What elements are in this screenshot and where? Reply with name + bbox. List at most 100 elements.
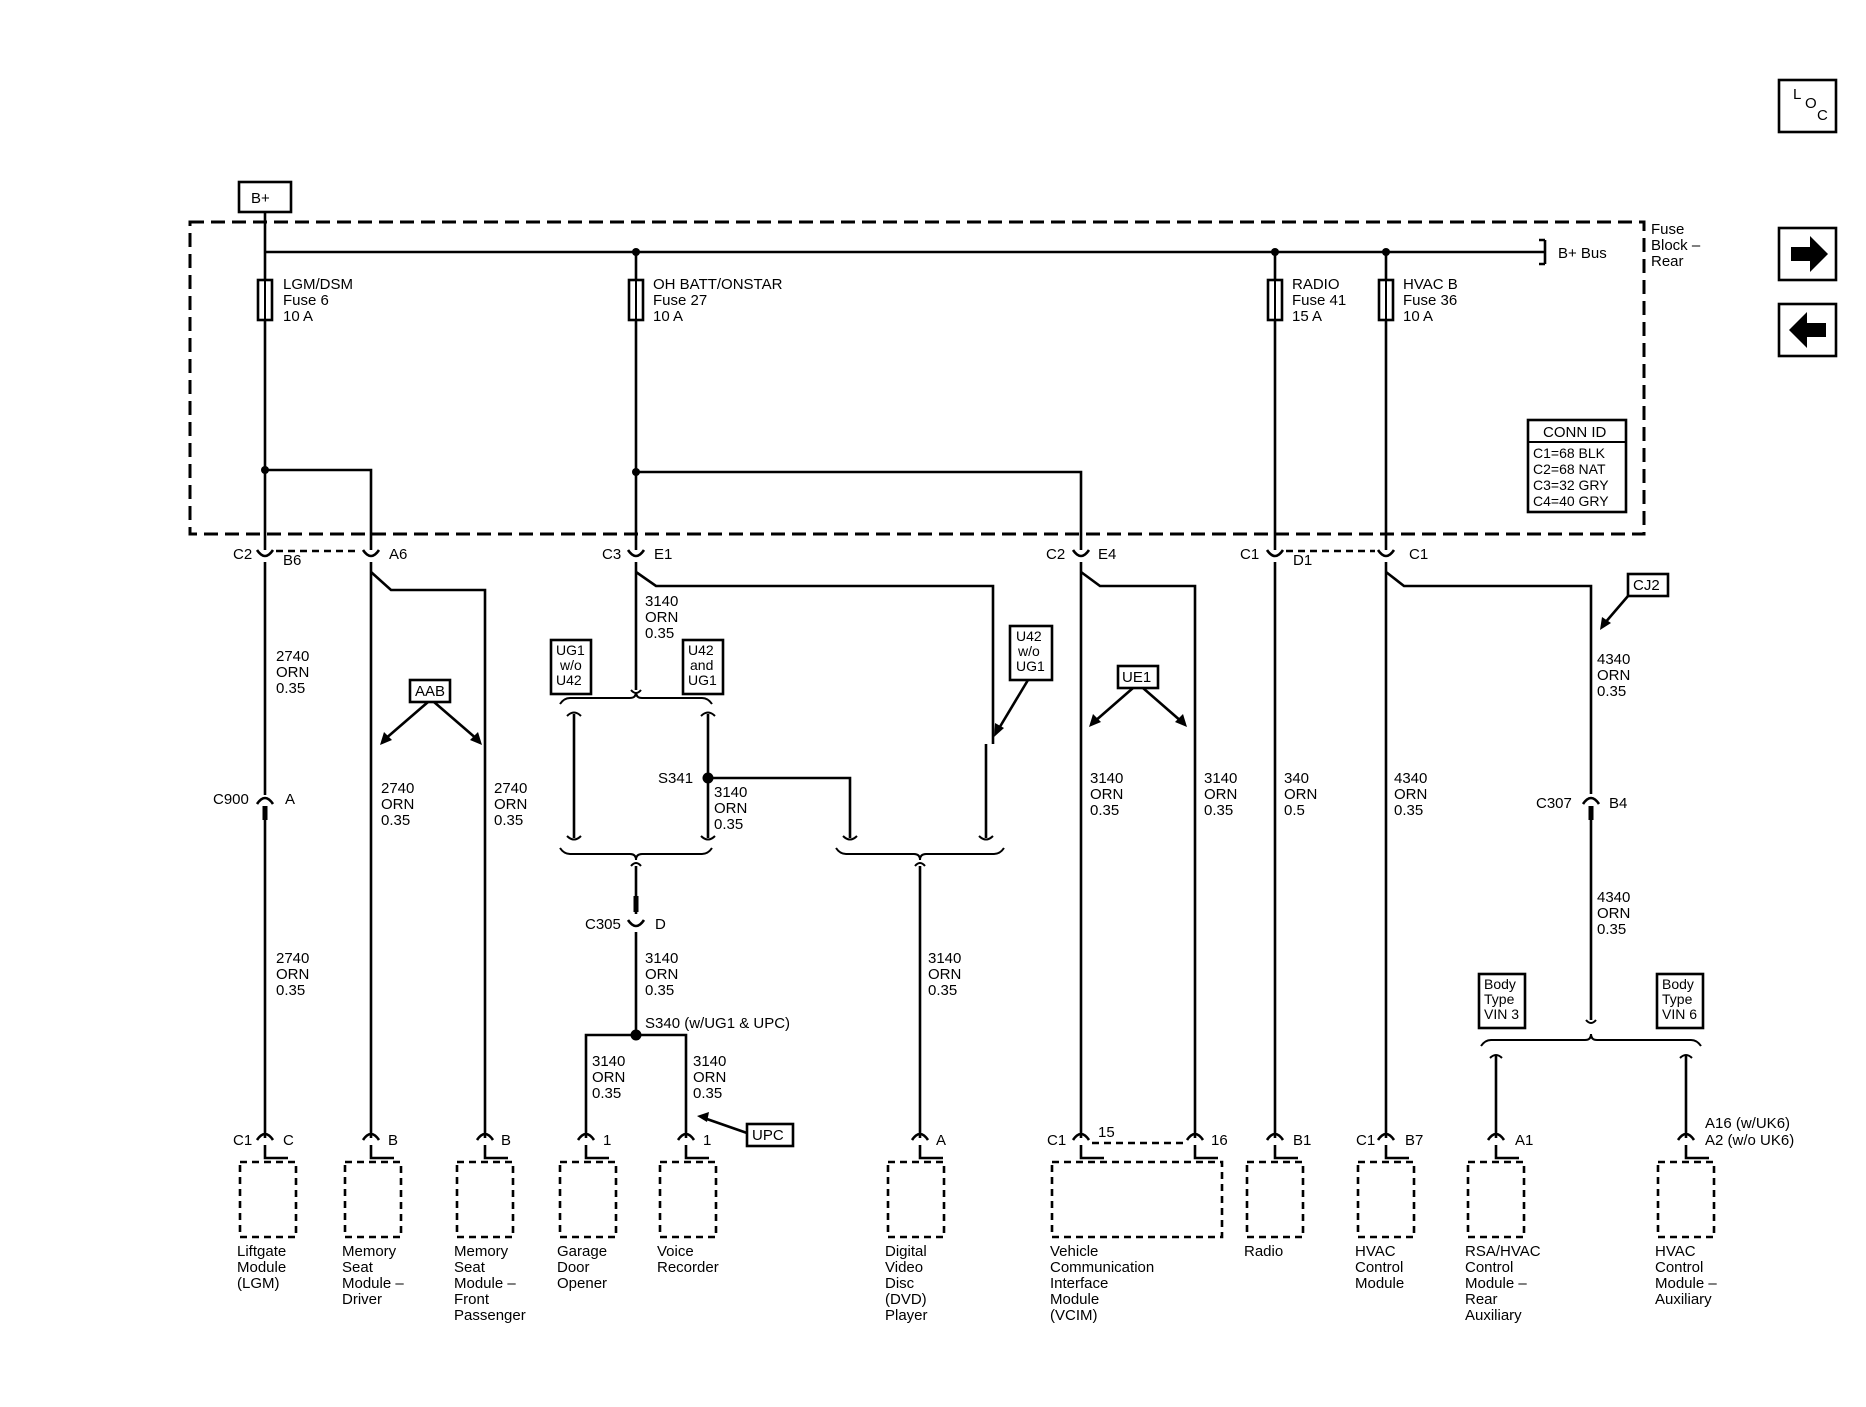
svg-text:Interface: Interface bbox=[1050, 1275, 1108, 1292]
svg-text:ORN: ORN bbox=[1204, 786, 1237, 803]
svg-text:0.35: 0.35 bbox=[381, 812, 410, 829]
svg-text:D: D bbox=[655, 916, 666, 933]
svg-text:Seat: Seat bbox=[454, 1259, 486, 1276]
svg-text:C1: C1 bbox=[1047, 1132, 1066, 1149]
svg-text:ORN: ORN bbox=[276, 966, 309, 983]
bplus-bus-label: B+ Bus bbox=[1558, 245, 1607, 262]
svg-text:C1=68 BLK: C1=68 BLK bbox=[1533, 445, 1606, 461]
svg-text:ORN: ORN bbox=[693, 1069, 726, 1086]
svg-text:Control: Control bbox=[1465, 1259, 1513, 1276]
svg-text:Memory: Memory bbox=[454, 1243, 509, 1260]
forward-arrow-button[interactable] bbox=[1777, 226, 1838, 282]
svg-text:15 A: 15 A bbox=[1292, 308, 1322, 325]
svg-text:U42: U42 bbox=[688, 642, 714, 658]
svg-text:3140: 3140 bbox=[592, 1053, 625, 1070]
svg-text:Rear: Rear bbox=[1465, 1291, 1498, 1308]
back-arrow-button[interactable] bbox=[1777, 302, 1838, 358]
svg-text:ORN: ORN bbox=[1597, 667, 1630, 684]
conn-id-table: CONN ID C1=68 BLK C2=68 NAT C3=32 GRY C4… bbox=[1526, 418, 1628, 514]
svg-text:HVAC B: HVAC B bbox=[1403, 276, 1458, 293]
circuit-onstar-dvd: 3140 ORN 0.35 S341 3140 ORN 0.35 C305 D bbox=[559, 562, 1005, 1138]
svg-text:Auxiliary: Auxiliary bbox=[1655, 1291, 1712, 1308]
svg-text:Module: Module bbox=[1355, 1275, 1404, 1292]
svg-text:Module: Module bbox=[237, 1259, 286, 1276]
svg-text:Voice: Voice bbox=[657, 1243, 694, 1260]
option-ug1-wo-u42: UG1 w/o U42 bbox=[549, 638, 593, 696]
loc-button[interactable]: L O C bbox=[1777, 78, 1838, 134]
svg-text:RSA/HVAC: RSA/HVAC bbox=[1465, 1243, 1541, 1260]
svg-text:HVAC: HVAC bbox=[1655, 1243, 1696, 1260]
svg-text:C900: C900 bbox=[213, 791, 249, 808]
loc-l: L bbox=[1793, 86, 1801, 103]
svg-text:Digital: Digital bbox=[885, 1243, 927, 1260]
svg-text:Passenger: Passenger bbox=[454, 1307, 526, 1324]
svg-text:3140: 3140 bbox=[645, 950, 678, 967]
svg-text:C1: C1 bbox=[1240, 546, 1259, 563]
module-vcim: Vehicle Communication Interface Module (… bbox=[1050, 1160, 1224, 1324]
svg-text:A: A bbox=[285, 791, 295, 808]
svg-text:ORN: ORN bbox=[1090, 786, 1123, 803]
svg-text:D1: D1 bbox=[1293, 552, 1312, 569]
svg-text:Module –: Module – bbox=[342, 1275, 404, 1292]
fuse-lgm-dsm: LGM/DSM Fuse 6 10 A bbox=[256, 252, 353, 325]
svg-text:0.35: 0.35 bbox=[276, 680, 305, 697]
svg-text:Body: Body bbox=[1484, 976, 1516, 992]
svg-text:Body: Body bbox=[1662, 976, 1694, 992]
svg-text:E1: E1 bbox=[654, 546, 672, 563]
svg-text:C305: C305 bbox=[585, 916, 621, 933]
svg-text:UPC: UPC bbox=[752, 1127, 784, 1144]
svg-text:3140: 3140 bbox=[645, 593, 678, 610]
option-upc: UPC bbox=[697, 1112, 795, 1148]
svg-text:Control: Control bbox=[1655, 1259, 1703, 1276]
svg-text:UG1: UG1 bbox=[688, 672, 717, 688]
svg-text:ORN: ORN bbox=[1597, 905, 1630, 922]
module-memory-seat-passenger: Memory Seat Module – Front Passenger bbox=[454, 1160, 526, 1324]
svg-text:Type: Type bbox=[1484, 991, 1515, 1007]
svg-text:0.35: 0.35 bbox=[693, 1085, 722, 1102]
svg-text:VIN 6: VIN 6 bbox=[1662, 1006, 1697, 1022]
svg-text:U42: U42 bbox=[556, 672, 582, 688]
svg-text:ORN: ORN bbox=[645, 609, 678, 626]
svg-text:10 A: 10 A bbox=[283, 308, 313, 325]
circuit-vcim: 3140 ORN 0.35 3140 ORN 0.35 bbox=[1079, 562, 1237, 1138]
svg-text:Front: Front bbox=[454, 1291, 490, 1308]
svg-text:Block –: Block – bbox=[1651, 237, 1701, 254]
loc-o: O bbox=[1805, 95, 1817, 112]
svg-text:2740: 2740 bbox=[494, 780, 527, 797]
svg-text:CJ2: CJ2 bbox=[1633, 577, 1660, 594]
svg-text:CONN ID: CONN ID bbox=[1543, 424, 1607, 441]
option-ue1: UE1 bbox=[1089, 664, 1187, 727]
svg-text:1: 1 bbox=[703, 1132, 711, 1149]
option-u42-wo-ug1: U42 w/o UG1 bbox=[994, 624, 1054, 737]
svg-text:B6: B6 bbox=[283, 552, 301, 569]
svg-text:Type: Type bbox=[1662, 991, 1693, 1007]
module-rsa-hvac-rear: RSA/HVAC Control Module – Rear Auxiliary bbox=[1465, 1160, 1541, 1324]
module-dvd-player: Digital Video Disc (DVD) Player bbox=[885, 1160, 946, 1324]
svg-text:C2=68 NAT: C2=68 NAT bbox=[1533, 461, 1606, 477]
svg-text:A: A bbox=[936, 1132, 946, 1149]
module-garage-door-opener: Garage Door Opener bbox=[557, 1160, 618, 1292]
svg-text:w/o: w/o bbox=[559, 657, 582, 673]
svg-text:0.35: 0.35 bbox=[494, 812, 523, 829]
svg-text:A2 (w/o UK6): A2 (w/o UK6) bbox=[1705, 1132, 1794, 1149]
svg-text:C3: C3 bbox=[602, 546, 621, 563]
svg-text:1: 1 bbox=[603, 1132, 611, 1149]
svg-text:(DVD): (DVD) bbox=[885, 1291, 927, 1308]
svg-text:ORN: ORN bbox=[276, 664, 309, 681]
svg-text:4340: 4340 bbox=[1394, 770, 1427, 787]
fuse-radio: RADIO Fuse 41 15 A bbox=[1266, 252, 1346, 325]
svg-text:0.35: 0.35 bbox=[1090, 802, 1119, 819]
svg-text:B1: B1 bbox=[1293, 1132, 1311, 1149]
svg-text:U42: U42 bbox=[1016, 628, 1042, 644]
svg-text:UG1: UG1 bbox=[556, 642, 585, 658]
svg-text:0.35: 0.35 bbox=[1394, 802, 1423, 819]
svg-text:Opener: Opener bbox=[557, 1275, 607, 1292]
svg-text:Control: Control bbox=[1355, 1259, 1403, 1276]
svg-text:Vehicle: Vehicle bbox=[1050, 1243, 1098, 1260]
svg-text:VIN 3: VIN 3 bbox=[1484, 1006, 1519, 1022]
svg-text:Garage: Garage bbox=[557, 1243, 607, 1260]
svg-text:2740: 2740 bbox=[276, 950, 309, 967]
svg-text:Auxiliary: Auxiliary bbox=[1465, 1307, 1522, 1324]
svg-text:Module –: Module – bbox=[1655, 1275, 1717, 1292]
